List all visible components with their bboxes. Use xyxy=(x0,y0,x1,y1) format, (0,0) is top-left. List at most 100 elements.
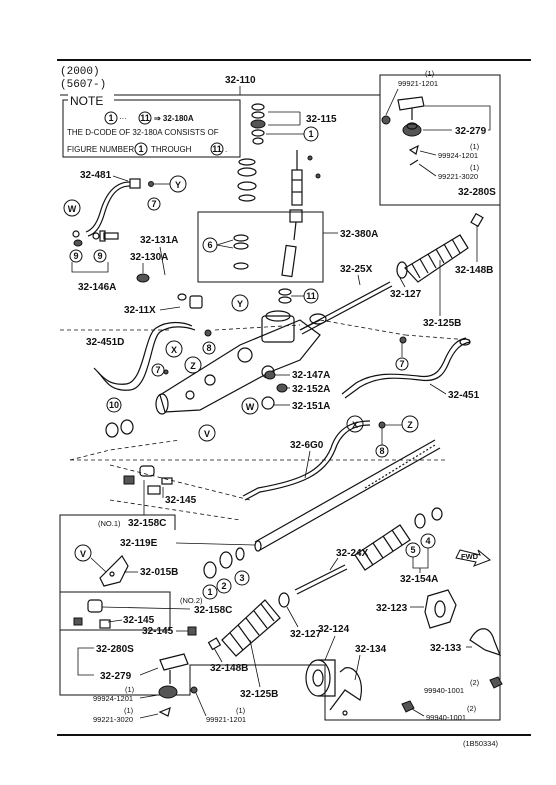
note-line3-circle-b xyxy=(210,142,224,156)
note-line3-end: . xyxy=(225,145,227,154)
label-32-152a: 32-152A xyxy=(292,384,330,395)
callout-X-left xyxy=(165,340,183,358)
callout-Z-left xyxy=(184,356,202,374)
header-year: (2000) xyxy=(60,66,100,78)
note-arrow-ref: ⇒ 32-180A xyxy=(154,114,194,123)
callout-1-bottom-text: 1 xyxy=(207,587,212,597)
callout-X-right-text: X xyxy=(352,420,358,430)
callout-X-right xyxy=(346,415,364,433)
label-32-145-b: 32-145 xyxy=(142,626,174,637)
header-serial: (5607-) xyxy=(60,79,106,91)
callout-X-left-text: X xyxy=(171,345,177,355)
tie-rod-end-boundary xyxy=(379,74,501,205)
label-99221-3020-top: 99221-3020 xyxy=(438,172,478,181)
callout-7-a xyxy=(147,197,161,211)
callout-8-a-text: 8 xyxy=(206,343,211,353)
label-32-158c-no2: 32-158C xyxy=(194,605,232,616)
label-32-145-a: 32-145 xyxy=(123,615,155,626)
label-32-280s-bottom: 32-280S xyxy=(96,644,134,655)
callout-5-text: 5 xyxy=(410,545,415,555)
callout-3 xyxy=(234,570,250,586)
fwd-arrow-icon: FWD xyxy=(455,549,491,567)
callout-4-text: 4 xyxy=(425,536,430,546)
valve-box-32-380a xyxy=(197,211,324,283)
callout-9-b xyxy=(93,249,107,263)
note-title-bg xyxy=(68,94,114,106)
boot-32-125b-bottom xyxy=(207,592,290,657)
label-32-127-bottom: 32-127 xyxy=(290,629,322,640)
qty-99921-bottom: (1) xyxy=(236,706,246,715)
callout-1-top-text: 1 xyxy=(308,129,313,139)
clamp-32-134 xyxy=(329,667,362,716)
callout-10 xyxy=(106,397,122,413)
qty-99940-b: (2) xyxy=(467,704,477,713)
label-32-148b-bottom: 32-148B xyxy=(210,663,248,674)
bracket-32-015b xyxy=(99,555,129,587)
label-32-148b-top: 32-148B xyxy=(455,265,493,276)
rack-shaft-32-25x xyxy=(299,281,391,331)
callout-W-housing-text: W xyxy=(246,402,255,412)
label-32-380a: 32-380A xyxy=(340,229,378,240)
note-range-from: 1 xyxy=(108,113,113,123)
label-32-110: 32-110 xyxy=(225,75,256,86)
label-32-145-top: 32-145 xyxy=(165,495,197,506)
callout-7-b-text: 7 xyxy=(155,365,160,375)
label-32-11x: 32-11X xyxy=(124,305,156,316)
label-32-134: 32-134 xyxy=(355,644,387,655)
label-32-24x: 32-24X xyxy=(336,548,369,559)
callout-7-a-text: 7 xyxy=(151,199,156,209)
callout-Z-left-text: Z xyxy=(190,361,196,371)
pipe-32-451d xyxy=(97,326,196,391)
rack-bushing xyxy=(309,313,327,325)
clamp-group-no2 xyxy=(59,591,171,631)
label-99940-1001-a: 99940-1001 xyxy=(424,686,464,695)
label-32-481: 32-481 xyxy=(80,170,112,181)
label-32-131a: 32-131A xyxy=(140,235,178,246)
note-circle-to xyxy=(138,111,152,125)
seal-kit-32-115 xyxy=(250,103,266,145)
assembly-boundary xyxy=(59,94,501,721)
callout-7-c-text: 7 xyxy=(399,359,404,369)
clamp-32-133 xyxy=(469,628,502,656)
plug-32-130a xyxy=(136,273,150,283)
callout-9-a xyxy=(69,249,83,263)
callout-Z-right-text: Z xyxy=(407,420,413,430)
callout-7-c xyxy=(395,357,409,371)
callout-Y-housing-text: Y xyxy=(237,299,243,309)
qty-99940-a: (2) xyxy=(470,678,480,687)
callout-2-text: 2 xyxy=(221,581,226,591)
callout-1-bottom xyxy=(202,584,218,600)
callout-11-text: 11 xyxy=(306,291,316,301)
tie-rod-end-bottom xyxy=(158,653,189,717)
note-box: NOTE 1 ··· 11 ⇒ 32-180A THE D-CODE OF 32… xyxy=(62,94,241,158)
callout-W-housing xyxy=(241,397,259,415)
callout-V-housing-text: V xyxy=(204,429,210,439)
label-99924-1201-bottom: 99924-1201 xyxy=(93,694,133,703)
label-32-6g0: 32-6G0 xyxy=(290,440,324,451)
label-32-158c-no1: 32-158C xyxy=(128,518,166,529)
note-title: NOTE xyxy=(70,94,103,108)
note-line3-mid: THROUGH xyxy=(151,145,192,154)
label-32-147a: 32-147A xyxy=(292,370,330,381)
label-32-127-top: 32-127 xyxy=(390,289,422,300)
qty-99924-bottom: (1) xyxy=(125,685,135,694)
pipe-32-481 xyxy=(87,185,131,237)
rack-32-119e xyxy=(254,439,441,552)
label-32-25x: 32-25X xyxy=(340,264,373,275)
label-32-125b-top: 32-125B xyxy=(423,318,461,329)
label-32-151a: 32-151A xyxy=(292,401,330,412)
nut-99940-a xyxy=(489,676,503,689)
label-32-451d: 32-451D xyxy=(86,337,124,348)
tie-rod-end-top xyxy=(381,96,425,166)
note-line3-b: 11 xyxy=(212,144,222,154)
note-frame xyxy=(62,99,241,158)
callout-10-text: 10 xyxy=(109,400,119,410)
pinion-valve-shaft xyxy=(281,150,321,278)
label-99940-1001-b: 99940-1001 xyxy=(426,713,466,722)
label-32-125b-bottom: 32-125B xyxy=(240,689,278,700)
callout-6-text: 6 xyxy=(207,240,212,250)
label-32-280s-top: 32-280S xyxy=(458,187,496,198)
qty-99221-top: (1) xyxy=(470,163,480,172)
qty-99221-bottom: (1) xyxy=(124,706,134,715)
callout-3-text: 3 xyxy=(239,573,244,583)
